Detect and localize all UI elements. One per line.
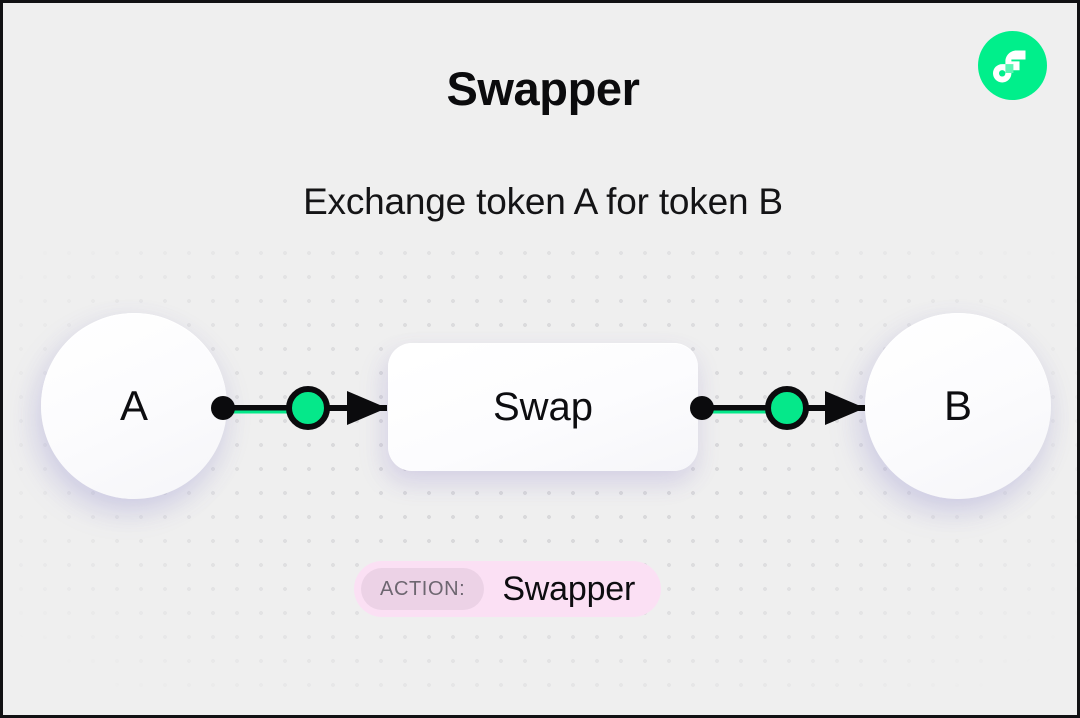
action-badge-value: Swapper — [502, 569, 636, 608]
connector-swap-to-b — [690, 386, 865, 430]
page-subtitle: Exchange token A for token B — [303, 181, 783, 222]
action-badge-label: ACTION: — [361, 568, 485, 610]
page-title: Swapper — [446, 62, 640, 115]
connector-a-to-swap — [211, 386, 387, 430]
node-token-a-label: A — [119, 382, 148, 429]
node-token-b[interactable]: B — [865, 313, 1051, 499]
node-token-a[interactable]: A — [41, 313, 227, 499]
node-swap-label: Swap — [492, 384, 594, 429]
flow-logo-icon[interactable] — [978, 31, 1047, 100]
node-token-b-label: B — [943, 382, 972, 429]
node-swap-process[interactable]: Swap — [388, 343, 698, 471]
action-badge: ACTION: Swapper — [354, 561, 662, 617]
